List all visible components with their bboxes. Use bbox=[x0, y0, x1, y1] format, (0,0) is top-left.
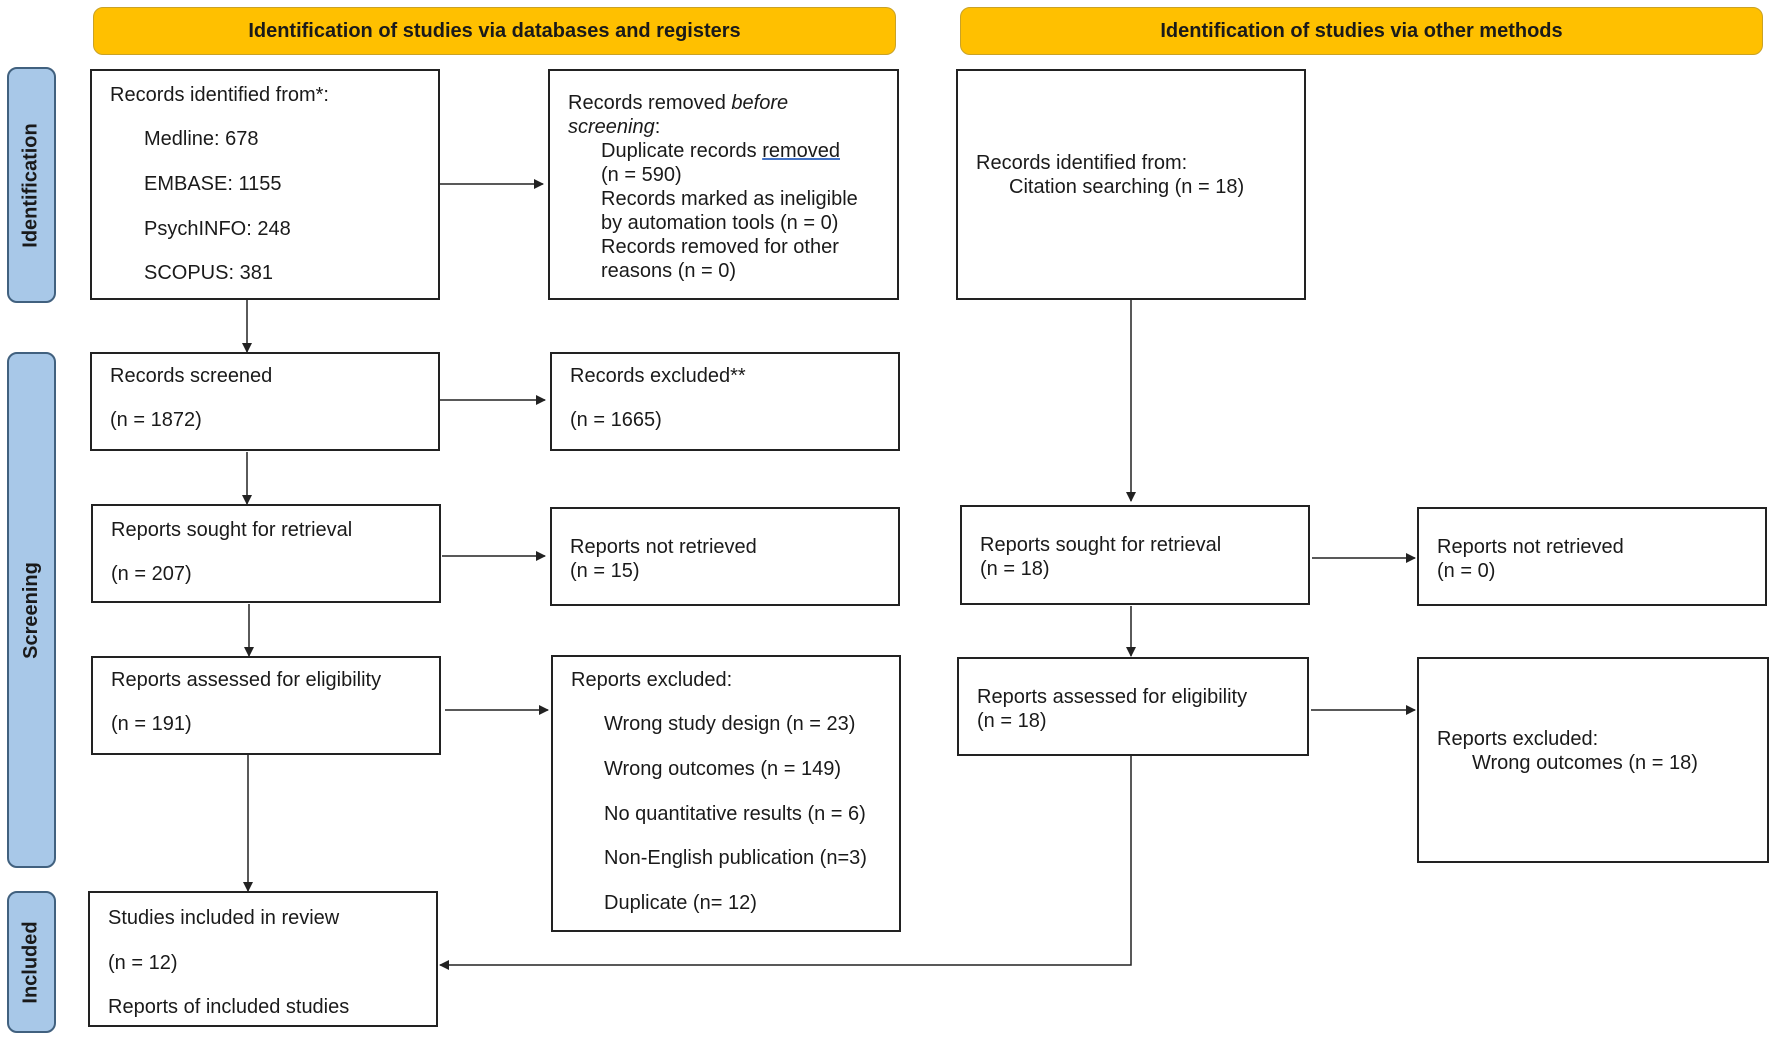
text-wrong-outcomes: Wrong outcomes (n = 149) bbox=[604, 758, 841, 780]
box-records-removed: Records removed before screening: Duplic… bbox=[548, 69, 899, 300]
text-removed-title-c: screening bbox=[568, 116, 655, 138]
text-assessed-title: Reports assessed for eligibility bbox=[111, 669, 382, 691]
text-citation-searching: Citation searching (n = 18) bbox=[1009, 176, 1245, 198]
phase-screening: Screening bbox=[7, 352, 56, 868]
text-removed-automation: by automation tools (n = 0) bbox=[601, 212, 839, 234]
text-no-quantitative: No quantitative results (n = 6) bbox=[604, 803, 866, 825]
text-removed-other: Records removed for other bbox=[601, 236, 839, 258]
text-excluded-title: Records excluded** bbox=[570, 365, 746, 387]
text-other-excluded-title: Reports excluded: bbox=[1437, 728, 1599, 750]
phase-identification: Identification bbox=[7, 67, 56, 303]
box-studies-included: Studies included in review (n = 12) Repo… bbox=[88, 891, 438, 1027]
text-removed-duplicates-n: (n = 590) bbox=[601, 164, 682, 186]
header-other-methods: Identification of studies via other meth… bbox=[960, 7, 1763, 55]
box-records-screened: Records screened (n = 1872) bbox=[90, 352, 440, 451]
text-included-title: Studies included in review bbox=[108, 907, 340, 929]
text-removed-other-n: reasons (n = 0) bbox=[601, 260, 737, 282]
text-removed-duplicates-b: removed bbox=[762, 140, 840, 162]
text-other-identified-title: Records identified from: bbox=[976, 152, 1188, 174]
text-removed-title: Records removed before bbox=[568, 91, 788, 115]
text-assessed-n: (n = 191) bbox=[111, 713, 192, 735]
box-reports-assessed: Reports assessed for eligibility (n = 19… bbox=[91, 656, 441, 755]
box-other-records-identified: Records identified from: Citation search… bbox=[956, 69, 1306, 300]
text-other-assessed-title: Reports assessed for eligibility bbox=[977, 686, 1248, 708]
text-excluded-n: (n = 1665) bbox=[570, 409, 662, 431]
text-not-retrieved-n: (n = 15) bbox=[570, 560, 640, 582]
box-reports-sought: Reports sought for retrieval (n = 207) bbox=[91, 504, 441, 603]
arrow-other-assessed-to-included bbox=[439, 756, 1132, 970]
text-removed-title-2: screening: bbox=[568, 116, 661, 138]
text-sought-title: Reports sought for retrieval bbox=[111, 519, 353, 541]
text-psychinfo: PsychINFO: 248 bbox=[144, 218, 291, 240]
text-removed-duplicates: Duplicate records removed bbox=[601, 139, 840, 163]
text-removed-title-a: Records removed bbox=[568, 92, 732, 114]
text-removed-duplicates-a: Duplicate records bbox=[601, 140, 763, 162]
text-sought-n: (n = 207) bbox=[111, 563, 192, 585]
text-other-assessed-n: (n = 18) bbox=[977, 710, 1047, 732]
text-other-sought-title: Reports sought for retrieval bbox=[980, 534, 1222, 556]
header-databases: Identification of studies via databases … bbox=[93, 7, 896, 55]
box-records-identified: Records identified from*: Medline: 678 E… bbox=[90, 69, 440, 300]
phase-included-label: Included bbox=[20, 920, 43, 1004]
text-scopus: SCOPUS: 381 bbox=[144, 262, 273, 284]
box-reports-excluded: Reports excluded: Wrong study design (n … bbox=[551, 655, 901, 932]
text-removed-ineligible: Records marked as ineligible bbox=[601, 188, 858, 210]
text-screened-title: Records screened bbox=[110, 365, 273, 387]
box-other-reports-assessed: Reports assessed for eligibility (n = 18… bbox=[957, 657, 1309, 756]
text-not-retrieved-title: Reports not retrieved bbox=[570, 536, 757, 558]
text-included-n: (n = 12) bbox=[108, 952, 178, 974]
text-reports-excluded-title: Reports excluded: bbox=[571, 669, 733, 691]
text-other-sought-n: (n = 18) bbox=[980, 558, 1050, 580]
text-non-english: Non-English publication (n=3) bbox=[604, 847, 867, 869]
text-records-identified-title: Records identified from*: bbox=[110, 84, 329, 106]
text-other-not-retrieved-title: Reports not retrieved bbox=[1437, 536, 1624, 558]
box-other-reports-sought: Reports sought for retrieval (n = 18) bbox=[960, 505, 1310, 605]
text-included-reports: Reports of included studies bbox=[108, 996, 350, 1018]
phase-included: Included bbox=[7, 891, 56, 1033]
text-removed-title-b: before bbox=[731, 92, 789, 114]
text-embase: EMBASE: 1155 bbox=[144, 173, 282, 195]
box-reports-not-retrieved: Reports not retrieved (n = 15) bbox=[550, 507, 900, 606]
box-records-excluded: Records excluded** (n = 1665) bbox=[550, 352, 900, 451]
box-other-not-retrieved: Reports not retrieved (n = 0) bbox=[1417, 507, 1767, 606]
phase-screening-label: Screening bbox=[20, 561, 43, 659]
text-medline: Medline: 678 bbox=[144, 128, 259, 150]
box-other-reports-excluded: Reports excluded: Wrong outcomes (n = 18… bbox=[1417, 657, 1769, 863]
text-other-wrong-outcomes: Wrong outcomes (n = 18) bbox=[1472, 752, 1698, 774]
phase-identification-label: Identification bbox=[20, 122, 43, 248]
text-duplicate: Duplicate (n= 12) bbox=[604, 892, 757, 914]
text-wrong-design: Wrong study design (n = 23) bbox=[604, 713, 856, 735]
text-other-not-retrieved-n: (n = 0) bbox=[1437, 560, 1496, 582]
text-screened-n: (n = 1872) bbox=[110, 409, 202, 431]
